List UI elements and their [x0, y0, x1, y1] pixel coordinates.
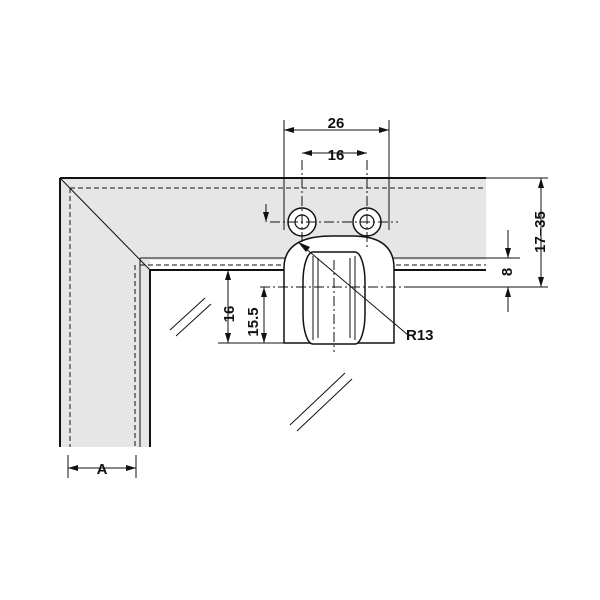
dim-label-26: 26 — [328, 115, 345, 132]
dimension-15-5: 15.5 — [245, 287, 267, 343]
dimension-a: A — [67, 455, 137, 478]
center-lines — [260, 160, 404, 352]
dim-label-8: 8 — [499, 268, 516, 276]
dim-label-r13: R13 — [406, 327, 434, 344]
frame-profile — [59, 177, 486, 447]
radius-r13: R13 — [297, 241, 434, 344]
glass-reflection-marks — [169, 297, 353, 432]
hole-depth-marker — [263, 204, 269, 222]
dim-label-15-5: 15.5 — [245, 307, 262, 336]
dimension-26: 26 — [283, 115, 390, 230]
hinge-body — [283, 235, 395, 345]
dimension-17-35: 17–35 — [486, 177, 549, 288]
dim-label-16-vertical: 16 — [221, 306, 238, 323]
dim-label-16-spacing: 16 — [328, 147, 345, 164]
dim-label-a: A — [97, 461, 108, 478]
dimension-16-spacing: 16 — [302, 147, 367, 164]
dimension-8: 8 — [404, 230, 520, 312]
dim-label-17-35: 17–35 — [532, 211, 549, 253]
dimension-16-vertical: 16 — [218, 269, 284, 344]
frame-fill — [60, 178, 486, 447]
